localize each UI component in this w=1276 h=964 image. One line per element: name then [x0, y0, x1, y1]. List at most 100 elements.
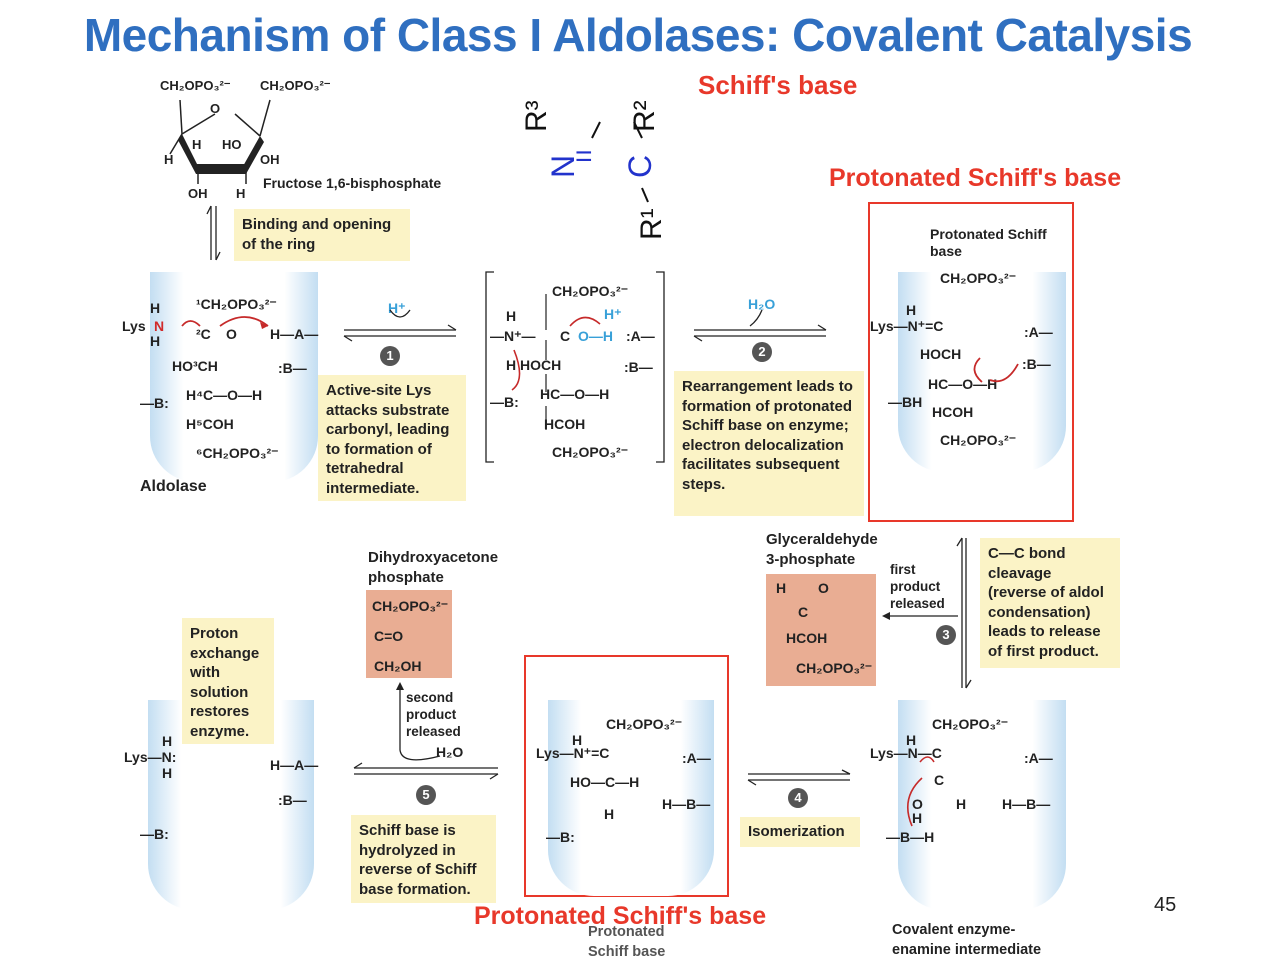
step-3-badge: 3 [936, 625, 956, 645]
fructose-oh2: OH [188, 186, 208, 201]
r2-label: R² [628, 100, 661, 132]
free-b2: —B: [140, 826, 169, 842]
fructose-h3: H [236, 186, 246, 201]
fructose-o: O [210, 101, 221, 116]
schiff1-arrows [973, 357, 1019, 383]
protonated-bottom-box [524, 655, 729, 897]
int-h: H [506, 308, 517, 324]
step4-arrow [747, 769, 851, 786]
int-hplus: H⁺ [604, 306, 622, 322]
schiff2-hb: H—B— [662, 796, 711, 812]
enamine-pocket [898, 700, 1066, 910]
step-4-badge: 4 [788, 788, 808, 808]
b1-label: :B— [278, 360, 307, 376]
schiff2-a: :A— [682, 750, 711, 766]
double-bond: = [575, 140, 593, 173]
step5-note: Schiff base is hydrolyzed in reverse of … [351, 815, 496, 903]
fructose-h1: H [192, 137, 202, 152]
int-hcoh-2: HCOH [544, 416, 586, 432]
c5-label: H⁵COH [186, 416, 234, 432]
dhap-co: C=O [374, 628, 404, 644]
enamine-ch2: CH₂OPO₃²⁻ [932, 716, 1009, 732]
fructose-ho: HO [222, 137, 242, 152]
protonated-top-box [868, 202, 1074, 522]
schiff2-h: H [572, 732, 583, 748]
dhap-ch2oh: CH₂OH [374, 658, 422, 674]
page-title: Mechanism of Class I Aldolases: Covalent… [83, 9, 1193, 61]
schiff2-ch2: CH₂OPO₃²⁻ [606, 716, 683, 732]
free-lys: Lys—N: [124, 749, 177, 765]
schiff1-bh: —BH [888, 394, 923, 410]
fructose-h2: H [164, 152, 174, 167]
step1-note: Active-site Lys attacks substrate carbon… [318, 375, 466, 501]
schiff1-a: :A— [1024, 324, 1053, 340]
schiff-base-structure [591, 121, 649, 203]
fructose-ch2-left: CH₂OPO₃²⁻ [160, 78, 231, 93]
schiff-base-label: Schiff's base [698, 70, 858, 100]
enamine-hb: H—B— [1002, 796, 1051, 812]
first-product-label: first product released [890, 562, 945, 611]
schiff1-hcoh: HCOH [932, 404, 974, 420]
int-n: —N⁺— [490, 328, 536, 344]
enamine-a: :A— [1024, 750, 1053, 766]
schiff1-h: H [906, 302, 917, 318]
enamine-h2: H [956, 796, 967, 812]
g3p-o: O [818, 580, 829, 596]
dhap-ch2: CH₂OPO₃²⁻ [372, 598, 449, 614]
schiff1-pocket [898, 272, 1066, 472]
g3p-label: Glyceraldehyde 3-phosphate [766, 531, 878, 568]
int-hoch: H HOCH [506, 357, 562, 373]
second-product-label: second product released [406, 690, 461, 739]
h2o-bottom-reagent: H₂O [436, 744, 464, 760]
free-h-top: H [162, 733, 173, 749]
c3-label: HO³CH [172, 358, 218, 374]
b2-label: —B: [140, 395, 169, 411]
page-number: 45 [1154, 894, 1177, 916]
fructose-name: Fructose 1,6-bisphosphate [263, 175, 442, 191]
free-b: :B— [278, 792, 307, 808]
g3p-hcoh: HCOH [786, 630, 828, 646]
r1-label: R¹ [635, 208, 668, 240]
g3p-ch2: CH₂OPO₃²⁻ [796, 660, 873, 676]
lys-h-top: H [150, 300, 161, 316]
binding-arrow [206, 205, 221, 261]
step4-note: Isomerization [740, 817, 860, 847]
lys-h-bot: H [150, 333, 161, 349]
c1-label: ¹CH₂OPO₃²⁻ [196, 296, 277, 312]
enamine-c: C [934, 772, 945, 788]
c4-label: H⁴C—O—H [186, 387, 263, 403]
schiff2-h2: H [604, 806, 615, 822]
aldolase-label: Aldolase [140, 478, 207, 495]
g3p-c: C [798, 604, 809, 620]
enamine-o: O [912, 796, 923, 812]
schiff1-lys: Lys—N⁺=C [870, 318, 944, 334]
enamine-h: H [906, 732, 917, 748]
step5-arrow [353, 682, 499, 780]
schiff1-hoch: HOCH [920, 346, 962, 362]
carbon-label: C [622, 154, 658, 178]
enamine-label: Covalent enzyme-enamine intermediate [892, 922, 1042, 958]
binding-note: Binding and opening of the ring [234, 209, 410, 261]
int-oh: O—H [578, 328, 613, 344]
step3-arrow [956, 537, 972, 689]
step2-note: Rearrangement leads to formation of prot… [674, 371, 864, 516]
h2o-top-reagent: H₂O [748, 296, 776, 312]
schiff1-ch2b: CH₂OPO₃²⁻ [940, 432, 1017, 448]
int-c: C [560, 328, 571, 344]
schiff2-b: —B: [546, 829, 575, 845]
schiff1-caption: Protonated Schiff base [930, 226, 1047, 259]
proton-note: Proton exchange with solution restores e… [182, 618, 274, 744]
enamine-h1: H [912, 810, 923, 826]
schiff2-lys: Lys—N⁺=C [536, 745, 610, 761]
schiff2-hoc: HO—C—H [570, 774, 640, 790]
lys-label: Lys [122, 318, 146, 334]
schiff2-caption: Protonated Schiff base [588, 924, 666, 960]
int-b-left: —B: [490, 394, 519, 410]
protonated-bottom-label: Protonated Schiff's base [474, 902, 767, 930]
schiff1-b: :B— [1022, 356, 1051, 372]
fructose-ch2-right: CH₂OPO₃²⁻ [260, 78, 331, 93]
step-2-badge: 2 [752, 342, 772, 362]
free-h-bot: H [162, 765, 173, 781]
fructose-oh1: OH [260, 152, 280, 167]
enamine-lys: Lys—N—C [870, 745, 942, 761]
